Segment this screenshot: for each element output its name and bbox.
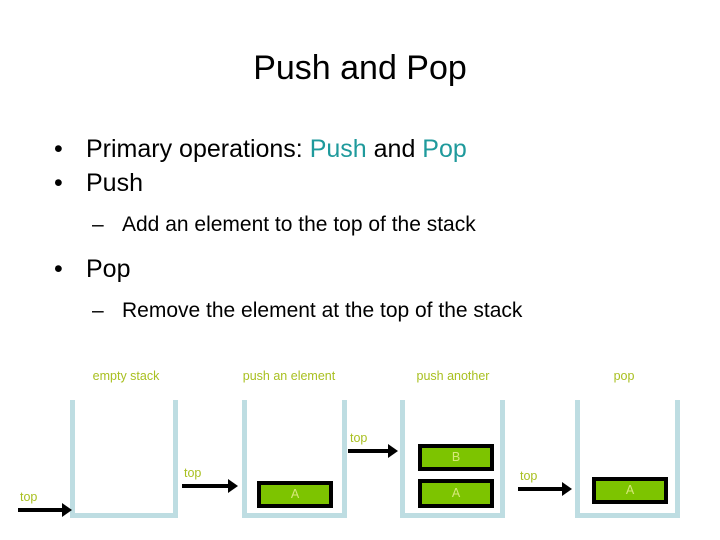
bullet-push: • Push [0, 166, 720, 200]
bullet-label: Push [86, 169, 143, 197]
stack-wall-right [500, 400, 505, 518]
spacer [0, 286, 720, 296]
stack-one-element [242, 400, 347, 518]
stack-floor [575, 513, 680, 518]
stack-floor [70, 513, 178, 518]
stack-wall-left [242, 400, 247, 518]
stack-two-elements [400, 400, 505, 518]
dash-marker-icon: – [92, 299, 104, 322]
stack-floor [400, 513, 505, 518]
bullet-pop: • Pop [0, 252, 720, 286]
pointer-arrow-line [18, 508, 64, 512]
bullet-highlight-pop: Pop [422, 135, 467, 163]
bullet-marker-icon: • [54, 169, 63, 197]
pointer-arrow-line [182, 484, 230, 488]
caption-pop: pop [613, 369, 635, 383]
stack-empty-stack [70, 400, 178, 518]
bullet-label: Pop [86, 255, 131, 283]
stack-floor [242, 513, 347, 518]
bullet-marker-icon: • [54, 135, 63, 163]
subbullet-pop-description: – Remove the element at the top of the s… [0, 296, 720, 326]
stack-element-a: A [418, 479, 494, 508]
stack-after-pop [575, 400, 680, 518]
pointer-arrow-head-icon [62, 503, 72, 517]
bullet-marker-icon: • [54, 255, 63, 283]
page-title: Push and Pop [253, 49, 467, 87]
pointer-arrow-head-icon [562, 482, 572, 496]
stack-element-a: A [257, 481, 333, 508]
subbullet-push-description: – Add an element to the top of the stack [0, 210, 720, 240]
spacer [0, 240, 720, 252]
stack-wall-left [70, 400, 75, 518]
stack-wall-right [342, 400, 347, 518]
pointer-arrow-line [518, 487, 564, 491]
stack-wall-right [173, 400, 178, 518]
dash-marker-icon: – [92, 213, 104, 236]
subbullet-label: Remove the element at the top of the sta… [122, 299, 523, 322]
spacer [0, 200, 720, 210]
slide-body: • Primary operations: Push and Pop • Pus… [0, 132, 720, 326]
stack-wall-right [675, 400, 680, 518]
stack-wall-left [400, 400, 405, 518]
top-pointer-label: top [20, 490, 38, 504]
bullet-primary-operations: • Primary operations: Push and Pop [0, 132, 720, 166]
subbullet-label: Add an element to the top of the stack [122, 213, 476, 236]
caption-push-an-element: push an element [242, 369, 336, 383]
bullet-highlight-push: Push [309, 135, 367, 163]
caption-empty-stack: empty stack [92, 369, 160, 383]
top-pointer-label: top [520, 469, 538, 483]
top-pointer-label: top [184, 466, 202, 480]
pointer-arrow-line [348, 449, 390, 453]
bullet-text-mid: and [366, 135, 423, 163]
stack-element-b: B [418, 444, 494, 471]
pointer-arrow-head-icon [228, 479, 238, 493]
pointer-arrow-head-icon [388, 444, 398, 458]
caption-push-another: push another [416, 369, 490, 383]
bullet-text-prefix: Primary operations: [86, 135, 310, 163]
stack-element-a: A [592, 477, 668, 504]
top-pointer-label: top [350, 431, 368, 445]
stack-wall-left [575, 400, 580, 518]
